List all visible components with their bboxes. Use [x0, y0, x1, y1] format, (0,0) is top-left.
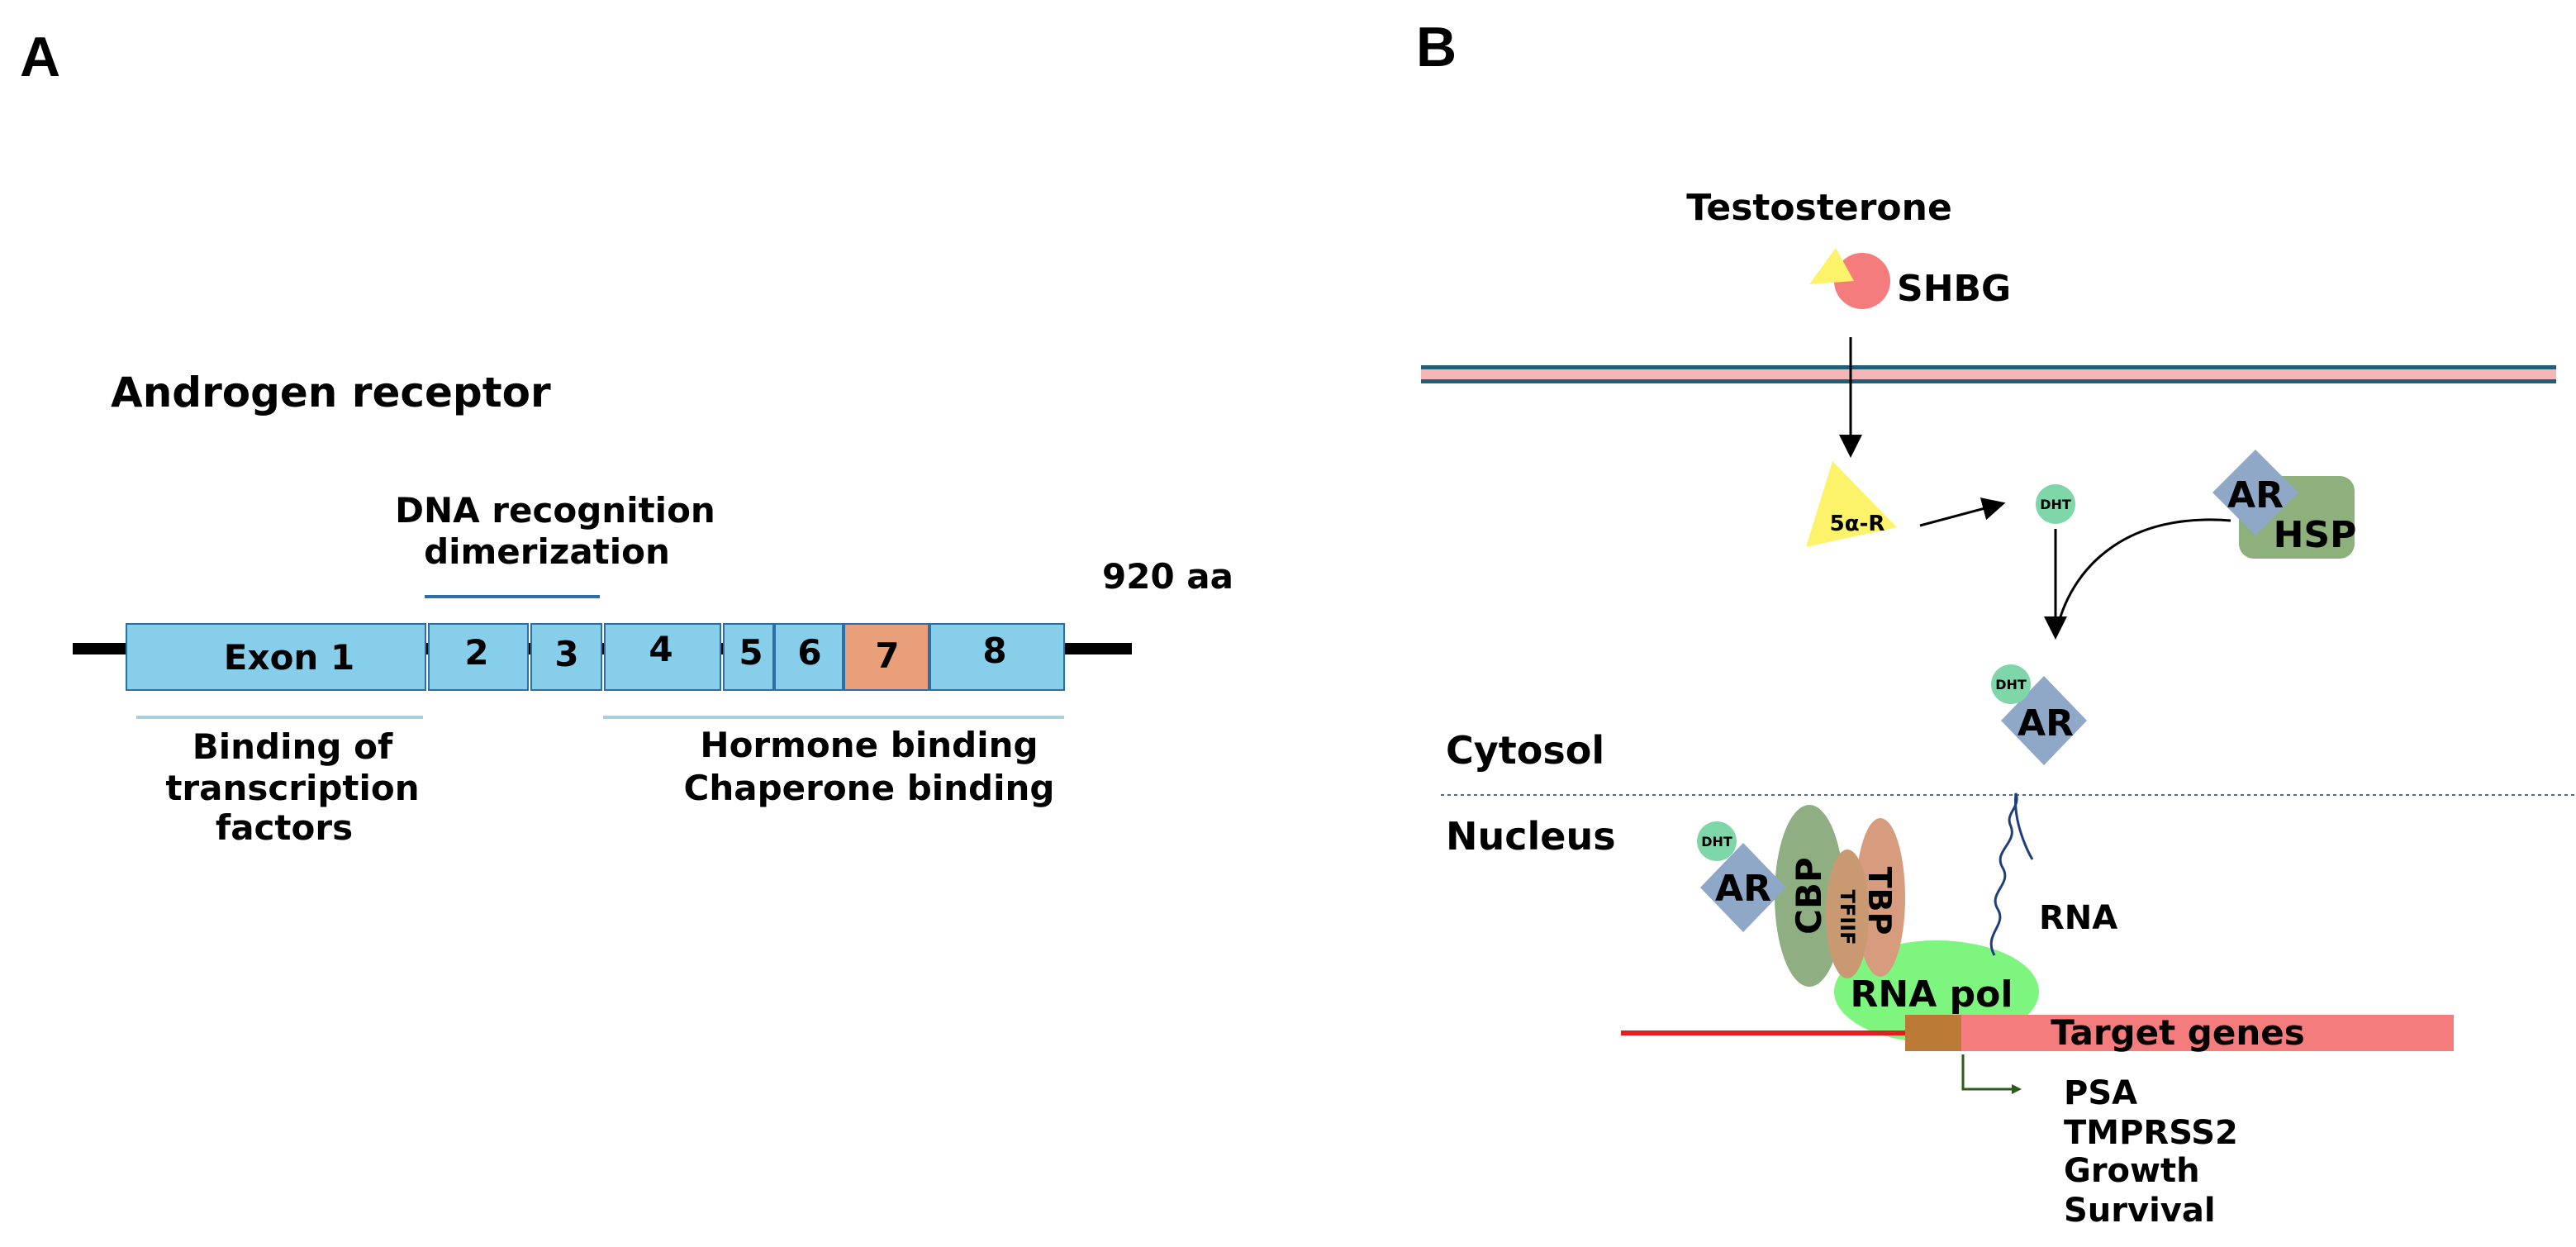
output-tmprss2: TMPRSS2 [2064, 1114, 2238, 1152]
cell-membrane [1421, 365, 2556, 383]
dht-nucleus-label: DHT [1701, 834, 1732, 850]
five-alpha-reductase-label: 5α-R [1830, 512, 1885, 536]
exon-3-label: 3 [554, 634, 578, 674]
rna-label: RNA [2039, 899, 2117, 937]
dht-nucleus-shape [1697, 821, 1737, 861]
panel-a: A Androgen receptor DNA recognition dime… [20, 26, 1233, 848]
output-growth: Growth [2064, 1152, 2200, 1190]
output-survival: Survival [2064, 1192, 2216, 1230]
length-label: 920 aa [1102, 556, 1233, 597]
exon-8-label: 8 [982, 631, 1006, 671]
panel-a-letter: A [20, 26, 60, 88]
rna-pol-label: RNA pol [1851, 973, 2013, 1016]
exon-1-label: Exon 1 [224, 637, 354, 678]
exon-1-box [126, 623, 426, 691]
panel-b: B Testosterone SHBG 5α-R DHT HSP AR AR [1416, 16, 2576, 1230]
exon-7-box [844, 623, 929, 691]
exon-7-label: 7 [875, 635, 899, 676]
five-alpha-reductase-shape [1806, 461, 1897, 547]
exon-5-box [723, 623, 774, 691]
cbp-label: CBP [1789, 857, 1829, 935]
exon-8-box [929, 623, 1065, 691]
nucleus-label: Nucleus [1446, 814, 1616, 859]
tfiif-shape [1826, 850, 1869, 978]
exon-4-label: 4 [649, 629, 673, 669]
shbg-label: SHBG [1897, 268, 2011, 310]
ar-cytosol-label: AR [2018, 702, 2074, 745]
dht-cytosol-label: DHT [1995, 677, 2027, 693]
exon-4-box [604, 623, 721, 691]
target-genes-label: Target genes [2051, 1012, 2304, 1053]
ar-hsp-label: AR [2227, 474, 2284, 516]
exon-3-box [530, 623, 602, 691]
exon-6-box [774, 623, 844, 691]
hormone-binding-label: Hormone binding [700, 725, 1038, 765]
transcription-output-arrow [1961, 1054, 2022, 1094]
tbp-shape [1856, 818, 1905, 977]
hsp-release-curve [2056, 518, 2231, 629]
output-psa: PSA [2064, 1074, 2137, 1112]
cytosol-label: Cytosol [1446, 728, 1604, 773]
testosterone-triangle [1809, 248, 1854, 284]
exon-5-label: 5 [739, 632, 763, 673]
transcription-complex: CBP TBP TFIIF RNA pol AR DHT [1697, 805, 2039, 1043]
target-genes-bar [1905, 1015, 2454, 1051]
testosterone-label: Testosterone [1686, 187, 1952, 229]
exon-2-box [428, 623, 529, 691]
cbp-shape [1775, 805, 1844, 987]
dht-free-label: DHT [2040, 497, 2071, 512]
dimerization-label: dimerization [424, 531, 670, 572]
binding-tf-line2: transcription [165, 768, 419, 808]
dht-cytosol-shape [1991, 664, 2031, 704]
binding-tf-line3: factors [216, 807, 353, 848]
exon-6-label: 6 [797, 632, 821, 673]
dht-free-shape [2036, 484, 2075, 524]
rna-strand [1989, 792, 2034, 956]
tfiif-label: TFIIF [1836, 889, 1859, 945]
androgen-receptor-title: Androgen receptor [111, 369, 551, 416]
ar-nucleus-shape [1700, 843, 1786, 932]
dna-recognition-label: DNA recognition [395, 490, 715, 531]
exon-2-label: 2 [464, 632, 488, 673]
shbg-shape [1834, 253, 1890, 309]
panel-b-letter: B [1416, 16, 1457, 79]
promoter-overlap [1905, 1015, 1961, 1051]
ar-hsp-shape [2212, 450, 2298, 535]
conversion-arrow [1919, 497, 2006, 527]
chaperone-binding-label: Chaperone binding [684, 768, 1055, 808]
ar-nucleus-label: AR [1715, 868, 1771, 910]
exon-track: Exon 1 2 3 4 5 6 7 8 [126, 623, 1065, 691]
hsp-label: HSP [2274, 514, 2357, 556]
binding-tf-line1: Binding of [192, 726, 393, 767]
